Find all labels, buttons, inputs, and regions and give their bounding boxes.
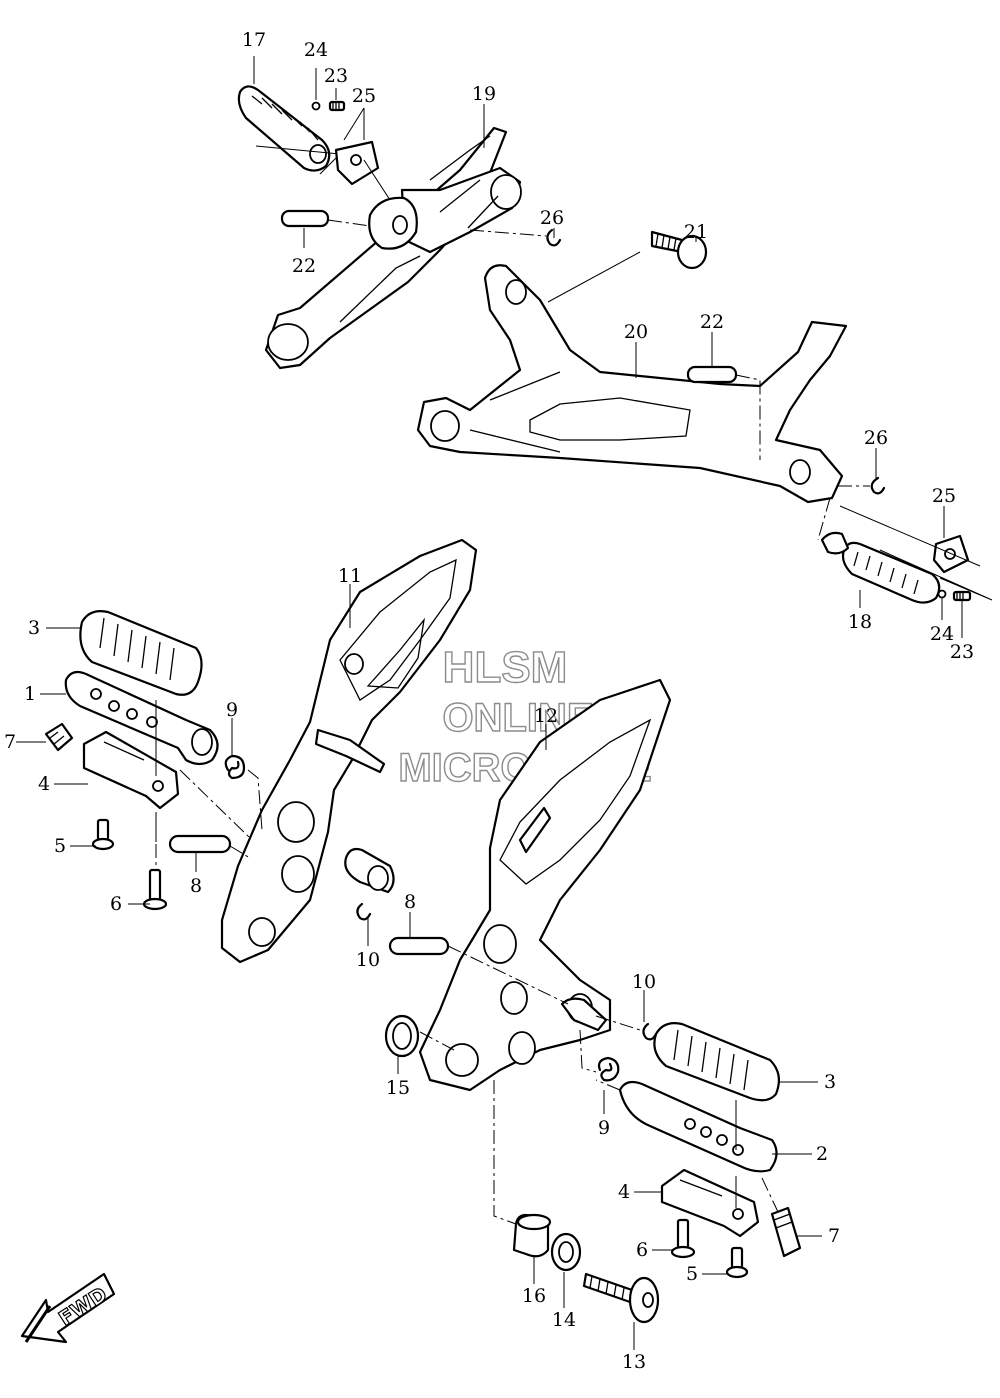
part-2-right-footpeg <box>595 1079 778 1173</box>
part-9-right-spring <box>579 1029 620 1082</box>
part-24-right-ball <box>937 589 947 599</box>
part-6-left-screw <box>142 868 168 911</box>
callout-26-right: 26 <box>864 427 888 449</box>
callout-26-upper: 26 <box>540 207 564 229</box>
part-4-right-peg-plate <box>660 1168 760 1238</box>
callout-8-right: 8 <box>404 891 416 913</box>
callout-8-left: 8 <box>190 875 202 897</box>
callout-20: 20 <box>624 321 648 343</box>
part-25-right-plate <box>839 505 981 574</box>
callout-16: 16 <box>522 1285 546 1307</box>
callout-2: 2 <box>816 1143 828 1165</box>
part-19-left-rear-footrest-bracket <box>264 126 522 370</box>
callout-18: 18 <box>848 611 872 633</box>
part-22-upper-pin <box>280 209 371 228</box>
part-23-right-spring-pin <box>952 590 972 602</box>
part-3-right-footpeg-rubber <box>653 1022 781 1102</box>
part-1-left-footpeg <box>64 670 219 766</box>
callout-11: 11 <box>338 565 362 587</box>
part-13-bolt <box>582 1272 660 1324</box>
part-8-right-pin <box>388 936 569 1005</box>
callout-24-upper: 24 <box>304 39 328 61</box>
callout-6-right: 6 <box>636 1239 648 1261</box>
part-24-left-ball <box>311 101 321 111</box>
part-3-left-footpeg-rubber <box>79 610 203 696</box>
callout-7-right: 7 <box>828 1225 840 1247</box>
callout-5-right: 5 <box>686 1263 698 1285</box>
callout-7-left: 7 <box>4 731 16 753</box>
part-20-right-rear-footrest-bracket <box>416 264 848 504</box>
callout-3-left: 3 <box>28 617 40 639</box>
callout-25-right: 25 <box>932 485 956 507</box>
callout-21: 21 <box>684 221 708 243</box>
callout-10-right: 10 <box>632 971 656 993</box>
part-15-washer <box>384 1014 455 1058</box>
callout-22-right: 22 <box>700 311 724 333</box>
watermark-line-1: HLSM <box>443 643 568 692</box>
part-26-upper-e-clip <box>469 228 562 247</box>
part-10-left-e-clip <box>179 769 372 921</box>
part-7-left-peg-stop <box>44 722 74 752</box>
part-21-bolt <box>547 230 708 303</box>
callout-3-right: 3 <box>824 1071 836 1093</box>
part-12-right-front-footrest-bracket <box>418 678 672 1092</box>
callout-25-upper: 25 <box>352 85 376 107</box>
callout-24-right: 24 <box>930 623 954 645</box>
part-17-left-rear-footpeg <box>237 85 342 175</box>
part-26-right-e-clip <box>838 476 886 495</box>
callout-14: 14 <box>552 1309 576 1331</box>
callout-9-left: 9 <box>226 699 238 721</box>
part-14-washer <box>550 1232 582 1272</box>
callout-9-right: 9 <box>598 1117 610 1139</box>
callout-13: 13 <box>622 1351 646 1373</box>
part-5-left-screw <box>91 818 157 866</box>
part-16-collar <box>493 1080 552 1258</box>
callout-15: 15 <box>386 1077 410 1099</box>
callout-4-left: 4 <box>38 773 50 795</box>
callout-6-left: 6 <box>110 893 122 915</box>
callout-12: 12 <box>534 705 558 727</box>
callout-22-upper: 22 <box>292 255 316 277</box>
callout-5-left: 5 <box>54 835 66 857</box>
callout-1: 1 <box>24 683 36 705</box>
callout-17: 17 <box>242 29 266 51</box>
callout-4-right: 4 <box>618 1181 630 1203</box>
callout-10-left: 10 <box>356 949 380 971</box>
part-5-right-screw <box>725 1246 749 1279</box>
part-8-left-pin <box>168 834 251 859</box>
part-6-right-screw <box>670 1218 696 1259</box>
leader-lines <box>16 56 963 1350</box>
callout-23-upper: 23 <box>324 65 348 87</box>
part-18-right-rear-footpeg <box>817 497 993 604</box>
part-4-left-peg-plate <box>82 730 180 810</box>
part-11-left-front-footrest-bracket <box>220 538 478 964</box>
part-25-left-plate <box>334 140 380 186</box>
fwd-arrow-icon: FWD <box>20 1272 116 1344</box>
callout-labels: 17 24 23 25 19 26 22 21 22 20 26 25 18 2… <box>4 29 974 1373</box>
part-7-right-peg-stop <box>761 1177 802 1258</box>
part-9-left-spring <box>224 754 263 831</box>
callout-23-right: 23 <box>950 641 974 663</box>
callout-19: 19 <box>472 83 496 105</box>
part-10-right-e-clip <box>595 1015 658 1041</box>
part-23-left-spring-pin <box>328 100 346 112</box>
